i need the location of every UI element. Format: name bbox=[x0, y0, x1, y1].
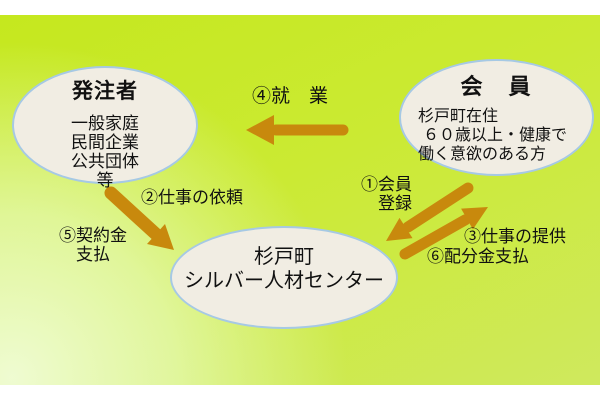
arrow-job-request bbox=[104, 186, 174, 250]
node-member-line: 働く意欲のある方 bbox=[418, 146, 547, 163]
node-orderer-line: 公共団体 bbox=[71, 152, 139, 171]
node-orderer-title: 発注者 bbox=[72, 79, 138, 103]
label-member-registration-line: 登録 bbox=[378, 194, 412, 213]
arrow-employment bbox=[246, 115, 349, 145]
label-job-request: ②仕事の依頼 bbox=[141, 188, 243, 207]
node-silver-center-body: 杉戸町 シルバー人材センター bbox=[172, 245, 396, 293]
label-employment: ④就 業 bbox=[252, 86, 329, 107]
label-contract-payment-line: 支払 bbox=[76, 245, 110, 264]
node-orderer-line: 民間企業 bbox=[71, 133, 139, 152]
label-contract-payment: ⑤契約金 支払 bbox=[50, 226, 136, 264]
node-silver-center-line: 杉戸町 bbox=[254, 246, 314, 268]
node-member-title: 会 員 bbox=[460, 74, 533, 99]
node-orderer-body: 一般家庭 民間企業 公共団体 等 bbox=[14, 114, 196, 190]
label-distribution-payment: ⑥配分金支払 bbox=[427, 247, 529, 266]
node-orderer: 発注者 一般家庭 民間企業 公共団体 等 bbox=[12, 66, 198, 190]
label-member-registration-line: ①会員 bbox=[361, 175, 412, 194]
label-job-provision: ③仕事の提供 bbox=[464, 227, 566, 246]
node-orderer-line: 等 bbox=[96, 171, 114, 190]
node-member-line: ６０歳以上・健康で bbox=[423, 127, 568, 144]
node-member-body: 杉戸町在住 ６０歳以上・健康で 働く意欲のある方 bbox=[401, 107, 592, 164]
label-contract-payment-line: ⑤契約金 bbox=[59, 226, 127, 245]
node-silver-center-line: シルバー人材センター bbox=[184, 270, 384, 292]
node-member: 会 員 杉戸町在住 ６０歳以上・健康で 働く意欲のある方 bbox=[399, 59, 594, 176]
arrow-member-registration bbox=[386, 182, 474, 241]
node-member-line: 杉戸町在住 bbox=[418, 108, 499, 125]
node-silver-center: 杉戸町 シルバー人材センター bbox=[170, 226, 398, 329]
node-orderer-line: 一般家庭 bbox=[71, 114, 139, 133]
label-member-registration: ①会員 登録 bbox=[352, 175, 412, 213]
arrow-job-provision-payment bbox=[399, 207, 488, 260]
